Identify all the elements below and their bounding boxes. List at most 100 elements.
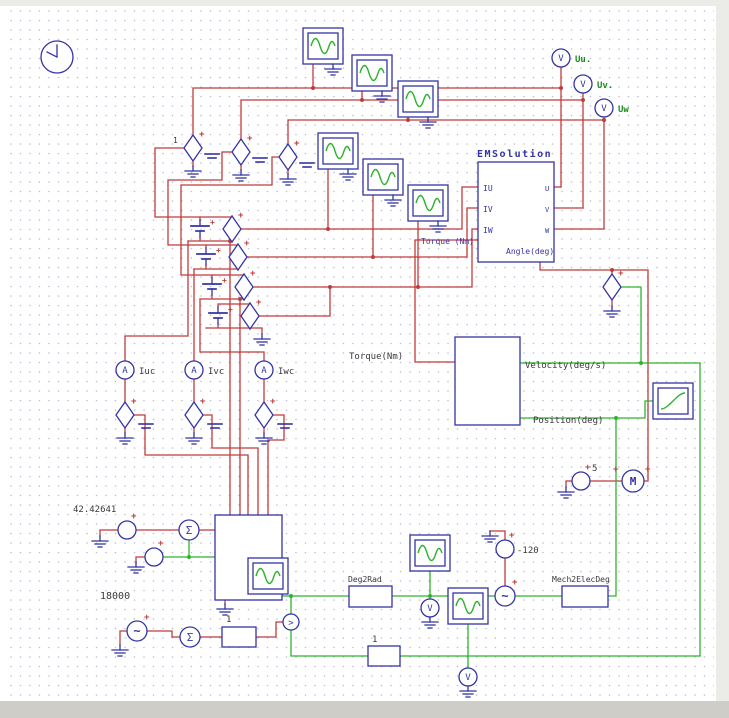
mech-torque-label: Torque(Nm) <box>349 352 403 362</box>
voltmeter-uu-label: Uu. <box>575 55 591 65</box>
voltmeter-uu[interactable] <box>551 48 571 68</box>
deg2rad-block[interactable] <box>348 585 393 608</box>
junction-dot <box>311 86 315 90</box>
ammeter-iuc[interactable] <box>115 360 135 380</box>
mechanical-block[interactable] <box>454 336 521 426</box>
gain1-label: 1 <box>226 615 231 625</box>
scope-5[interactable] <box>362 158 404 196</box>
scope-modulation[interactable] <box>447 587 489 625</box>
port-label-angle: Angle(deg) <box>506 247 554 256</box>
junction-dot <box>328 285 332 289</box>
wire-phase-w[interactable] <box>287 119 605 145</box>
wire[interactable] <box>607 417 617 597</box>
wire[interactable] <box>489 530 506 541</box>
clock-icon[interactable] <box>40 40 74 74</box>
scope-4[interactable] <box>317 132 359 170</box>
junction-dot <box>614 416 618 420</box>
motor-symbol[interactable] <box>621 469 645 493</box>
wire-phase-v[interactable] <box>240 99 584 140</box>
wire-em-iv[interactable] <box>246 207 479 258</box>
gain-block-2[interactable] <box>367 645 401 667</box>
wires-signal[interactable] <box>162 286 701 669</box>
wire-em-iu[interactable] <box>240 186 479 230</box>
wire[interactable] <box>154 147 201 218</box>
port-label-v: V <box>545 206 550 214</box>
wire-position[interactable] <box>519 400 654 419</box>
wire-angle[interactable] <box>539 261 613 271</box>
port-label-w: W <box>545 227 550 235</box>
port-label-iw: IW <box>483 226 493 235</box>
junction-dot <box>428 594 432 598</box>
scope-1[interactable] <box>302 27 344 65</box>
port-label-iu: IU <box>483 184 493 193</box>
clock-hands <box>46 44 58 58</box>
scope-carrier[interactable] <box>409 534 451 572</box>
wire[interactable] <box>119 630 128 646</box>
wire[interactable] <box>205 323 263 335</box>
wire[interactable] <box>167 151 233 246</box>
wire-em-iw[interactable] <box>252 228 479 288</box>
wire[interactable] <box>180 156 280 276</box>
wire-gate-b[interactable] <box>202 414 259 516</box>
scope-control[interactable] <box>247 557 289 595</box>
port-label-torque: Torque (Nm) <box>421 237 474 246</box>
plus-sign: + <box>613 465 619 475</box>
junction-dot <box>371 255 375 259</box>
wire[interactable] <box>124 240 189 362</box>
scope-6[interactable] <box>407 184 449 222</box>
gain-block-1[interactable] <box>221 626 257 648</box>
mech2elecdeg-block[interactable] <box>561 585 609 608</box>
wire[interactable] <box>146 630 181 638</box>
scope-velocity[interactable] <box>652 382 694 420</box>
wire[interactable] <box>565 480 573 488</box>
gain2-label: 1 <box>372 635 377 645</box>
mech-position-label: Position(deg) <box>533 416 603 426</box>
window-frame-right <box>716 0 729 702</box>
window-frame-bottom <box>0 701 729 718</box>
wire[interactable] <box>290 629 369 657</box>
wire[interactable] <box>255 621 284 638</box>
ammeter-iwc[interactable] <box>254 360 274 380</box>
junction-dot <box>289 594 293 598</box>
junction-dot <box>360 98 364 102</box>
emsolution-title: EMSolution <box>477 148 552 160</box>
scope-3[interactable] <box>397 80 439 118</box>
voltmeter-uw[interactable] <box>594 98 614 118</box>
port-label-u: U <box>545 185 549 193</box>
ammeter-ivc-label: Ivc <box>208 367 224 377</box>
summer-1[interactable] <box>178 519 200 541</box>
deg2rad-label: Deg2Rad <box>348 575 382 584</box>
wire[interactable] <box>135 556 146 563</box>
wire[interactable] <box>611 269 649 482</box>
voltmeter-modulation[interactable] <box>458 667 478 687</box>
scope-2[interactable] <box>351 54 393 92</box>
junction-dot <box>559 86 563 90</box>
wire[interactable] <box>620 286 642 364</box>
gain-one-label: 1 <box>173 136 178 145</box>
junction-dot <box>187 555 191 559</box>
wires-power[interactable] <box>99 63 649 646</box>
junction-dot <box>581 98 585 102</box>
window-frame-top <box>0 0 729 6</box>
wire[interactable] <box>99 529 119 537</box>
comparator-circle[interactable] <box>282 613 300 631</box>
ammeter-iwc-label: Iwc <box>278 367 294 377</box>
wire-gate-a[interactable] <box>133 414 249 516</box>
mech-velocity-label: Velocity(deg/s) <box>525 361 606 371</box>
plus-sign: + <box>645 465 651 475</box>
wire-torque[interactable] <box>414 239 479 363</box>
emsolution-block[interactable] <box>477 161 555 263</box>
summer-2[interactable] <box>179 626 201 648</box>
voltmeter-uv[interactable] <box>573 74 593 94</box>
ammeter-ivc[interactable] <box>184 360 204 380</box>
schematic-canvas[interactable] <box>8 8 714 700</box>
mech2elecdeg-label: Mech2ElecDeg <box>552 575 610 584</box>
voltmeter-carrier[interactable] <box>420 598 440 618</box>
wire[interactable] <box>258 286 331 317</box>
wire-gate-c[interactable] <box>267 414 285 516</box>
voltmeter-uw-label: Uw <box>618 105 629 115</box>
offset-value: -120 <box>517 546 539 556</box>
wire[interactable] <box>199 298 265 362</box>
